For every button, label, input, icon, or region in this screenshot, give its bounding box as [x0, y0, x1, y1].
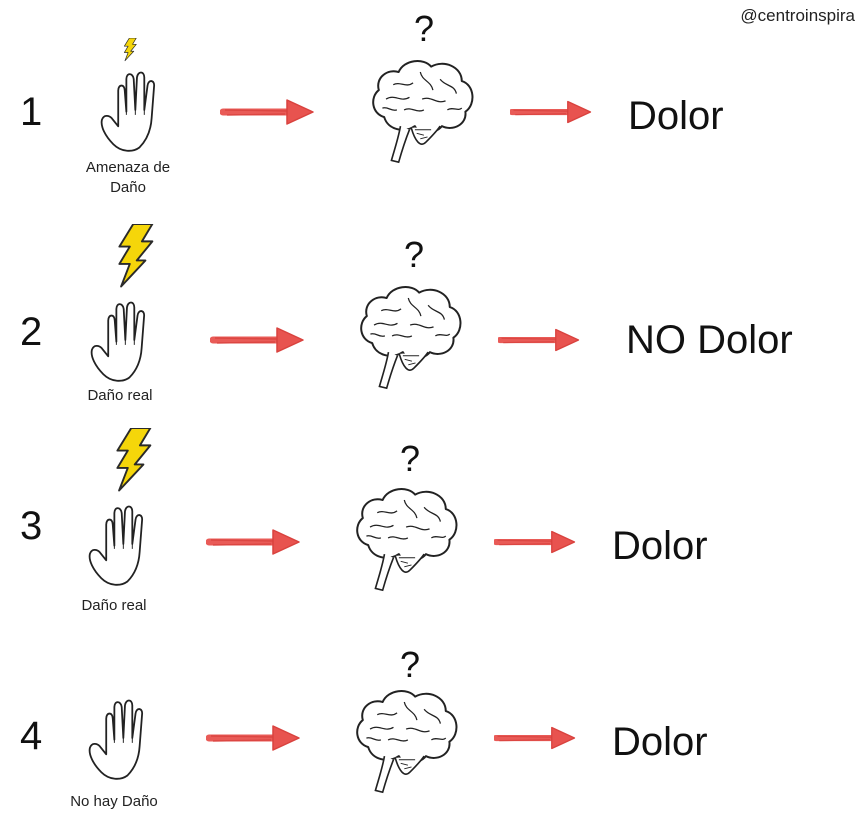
outcome-label: NO Dolor: [626, 318, 793, 362]
lightning-bolt-icon: [118, 224, 154, 288]
arrow-right-icon: [498, 326, 582, 354]
arrow-right-icon: [206, 724, 304, 752]
outcome-label: Dolor: [612, 524, 708, 568]
arrow-right-icon: [494, 724, 578, 752]
scenario-number: 4: [20, 714, 43, 758]
question-mark: ?: [404, 234, 425, 275]
scenario-caption: Daño real: [87, 387, 153, 404]
hand-icon: [88, 699, 144, 780]
hand-icon: [88, 505, 144, 586]
brain-icon: [360, 285, 462, 390]
outcome-label: Dolor: [612, 720, 708, 764]
arrow-right-icon: [210, 326, 308, 354]
lightning-bolt-icon: [116, 428, 152, 492]
brain-icon: [356, 689, 458, 794]
question-mark: ?: [400, 644, 421, 685]
scenario-row-3: 3 Daño real ? Dolor: [0, 0, 865, 614]
hand-icon: [90, 301, 146, 382]
scenario-row-1: 1 Amenaza de Daño ? Dolor: [0, 0, 865, 200]
scenario-number: 2: [20, 310, 43, 354]
scenario-number: 3: [20, 504, 43, 548]
arrow-right-icon: [206, 528, 304, 556]
scenario-number: 1: [20, 90, 43, 134]
question-mark: ?: [414, 8, 435, 49]
credit-handle: @centroinspira: [740, 6, 855, 25]
arrow-right-icon: [494, 528, 578, 556]
outcome-label: Dolor: [628, 94, 724, 138]
scenario-caption: Amenaza de Daño: [85, 159, 171, 196]
question-mark: ?: [400, 438, 421, 479]
scenario-caption: Daño real: [81, 597, 147, 614]
scenario-row-2: 2 Daño real ? NO Dolor: [0, 0, 865, 404]
scenario-caption: No hay Daño: [70, 793, 158, 810]
brain-icon: [356, 487, 458, 592]
